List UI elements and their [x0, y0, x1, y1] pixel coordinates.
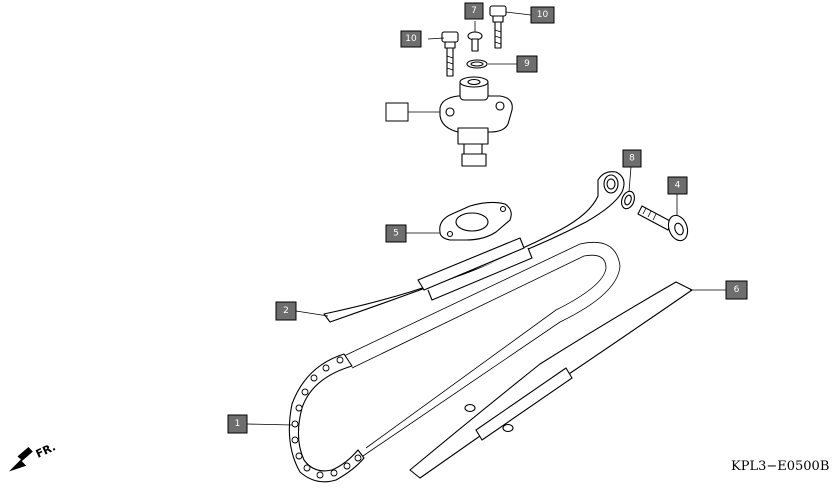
pivot-bolt-4[interactable]	[637, 205, 691, 243]
callout-9[interactable]: 9	[516, 55, 538, 73]
callout-2[interactable]: 2	[275, 301, 297, 321]
callout-10-left-label: 10	[405, 34, 417, 44]
front-direction-label: FR.	[34, 440, 58, 460]
callout-8[interactable]: 8	[622, 149, 642, 168]
callout-8-label: 8	[629, 154, 635, 164]
bolt-10-right[interactable]	[489, 5, 507, 49]
screw-7[interactable]	[467, 31, 483, 52]
callout-10-left[interactable]: 10	[400, 30, 422, 48]
callout-1[interactable]: 1	[227, 414, 248, 434]
front-arrow-icon	[9, 447, 33, 472]
cam-chain-guide-6[interactable]	[409, 281, 693, 479]
callout-2-label: 2	[283, 306, 289, 316]
callout-6-label: 6	[734, 285, 740, 295]
callout-4-label: 4	[675, 181, 681, 191]
cam-chain-1[interactable]	[288, 241, 621, 483]
o-ring-9[interactable]	[466, 59, 488, 69]
callout-7-label: 7	[471, 6, 477, 16]
bolt-10-left[interactable]	[441, 31, 459, 77]
callout-5-label: 5	[393, 229, 399, 239]
callout-10-right-label: 10	[537, 10, 549, 20]
callout-7[interactable]: 7	[464, 2, 484, 20]
callout-5[interactable]: 5	[385, 224, 407, 243]
tensioner-slipper-2[interactable]	[323, 171, 625, 323]
washer-8[interactable]	[619, 189, 636, 210]
callout-6[interactable]: 6	[725, 280, 748, 300]
callout-10-right[interactable]: 10	[530, 6, 555, 24]
callout-1-label: 1	[235, 419, 241, 429]
front-direction-indicator: FR.	[9, 440, 58, 472]
cam-chain-tensioner[interactable]	[439, 76, 513, 167]
diagram-code: KPL3−E0500B	[731, 459, 829, 474]
gasket-5[interactable]	[439, 201, 512, 241]
callout-4[interactable]: 4	[667, 176, 688, 195]
callout-blank[interactable]	[385, 102, 409, 122]
callout-9-label: 9	[524, 59, 530, 69]
